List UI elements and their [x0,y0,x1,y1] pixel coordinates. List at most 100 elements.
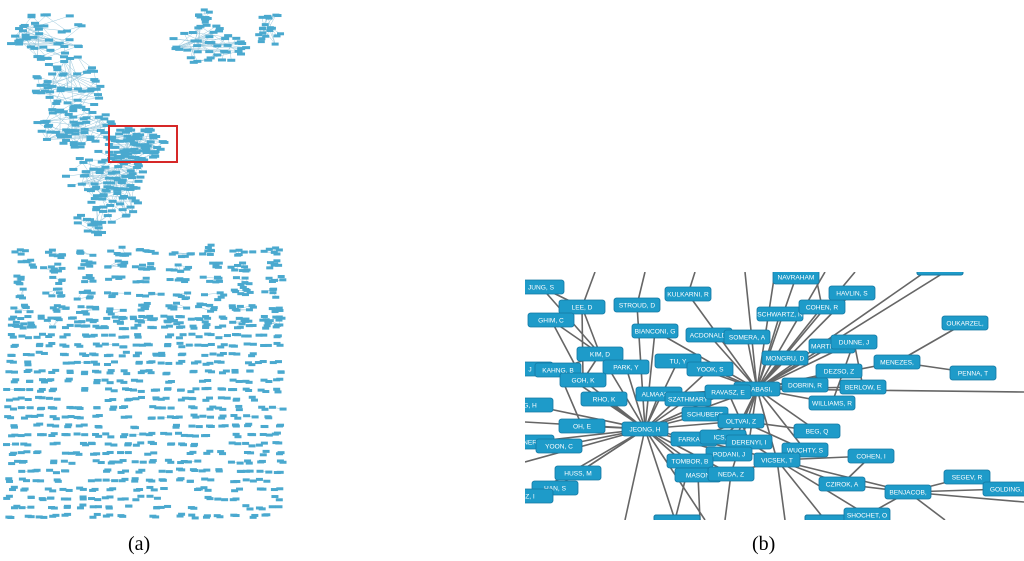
overview-node [262,34,270,38]
overview-node [264,320,272,324]
overview-node [272,246,280,250]
node-label: YOON, C [545,443,573,450]
overview-node [26,388,34,392]
overview-node [65,38,74,42]
node-jung: JUNG, S [517,279,565,295]
overview-node [35,350,43,354]
overview-node [121,214,130,218]
overview-node [48,108,57,112]
overview-node [89,515,97,519]
overview-node [191,434,199,438]
overview-node [35,515,43,519]
overview-node [206,252,214,256]
overview-node [53,42,62,46]
node-label: SCHWARTZ, N [757,311,803,318]
overview-node [147,262,155,266]
overview-node [153,145,162,149]
overview-node [219,387,227,391]
overview-node [81,370,89,374]
overview-node [90,182,99,186]
overview-node [45,344,53,348]
node-derenyi: DERENYI, I [725,434,773,450]
overview-node [44,250,52,254]
overview-edge [46,136,108,140]
overview-node [190,506,198,510]
overview-node [92,305,100,309]
overview-node [20,416,28,420]
overview-node [42,119,51,123]
overview-node [115,132,124,136]
detail-edge [756,271,826,390]
overview-node [187,317,195,321]
node-shochet: SHOCHET, O [843,507,891,523]
overview-node [121,150,130,154]
overview-node [92,459,100,463]
overview-node [59,110,68,114]
overview-node [157,361,165,365]
overview-node [177,398,185,402]
overview-node [153,496,161,500]
node-label: ALMAAS, E [642,391,677,398]
node-dobrin: DOBRIN, R [781,377,829,393]
overview-node [126,174,135,178]
overview-node [59,335,67,339]
overview-node [61,326,69,330]
overview-node [175,293,183,297]
overview-node [53,65,62,69]
overview-node [114,165,123,169]
overview-node [90,220,99,224]
overview-node [147,249,155,253]
overview-node [204,488,212,492]
node-czirok: CZIROK, A [818,476,866,492]
overview-node [88,110,97,114]
overview-node [28,263,36,267]
overview-node [37,91,46,95]
overview-node [52,101,61,105]
overview-node [11,343,19,347]
overview-node [112,343,120,347]
overview-node [25,414,33,418]
overview-node [166,315,174,319]
overview-node [218,315,226,319]
overview-node [93,452,101,456]
node-box [761,350,809,366]
overview-node [57,256,65,260]
node-mongru: MONGRU, D [761,350,809,366]
overview-node [124,442,132,446]
overview-node [277,275,285,279]
overview-node [146,140,155,144]
overview-node [247,432,255,436]
node-box [558,418,606,434]
overview-node [178,512,186,516]
overview-node [148,291,156,295]
overview-node [150,488,158,492]
node-label: BIANCONI, G [635,328,676,335]
overview-node [38,378,46,382]
overview-node [48,248,56,252]
overview-node [212,263,220,267]
node-label: HUSS, M [564,470,591,477]
overview-node [89,279,97,283]
overview-node [130,425,138,429]
overview-node [59,343,67,347]
overview-node [140,303,148,307]
overview-node [220,293,228,297]
overview-node [275,248,283,252]
node-label: SCHUBERT [687,411,723,418]
overview-node [49,325,57,329]
node-label: PARK, Y [613,364,639,371]
overview-node [116,187,125,191]
overview-node [212,24,221,28]
overview-node [273,387,281,391]
overview-node [215,276,223,280]
overview-node [145,369,153,373]
overview-node [188,424,196,428]
overview-node [237,292,245,296]
overview-node [266,319,274,323]
overview-node [207,342,215,346]
overview-node [104,265,112,269]
overview-node [136,280,144,284]
overview-node [213,53,222,57]
node-z_left: Z, I [506,488,554,504]
overview-edge [59,25,82,44]
